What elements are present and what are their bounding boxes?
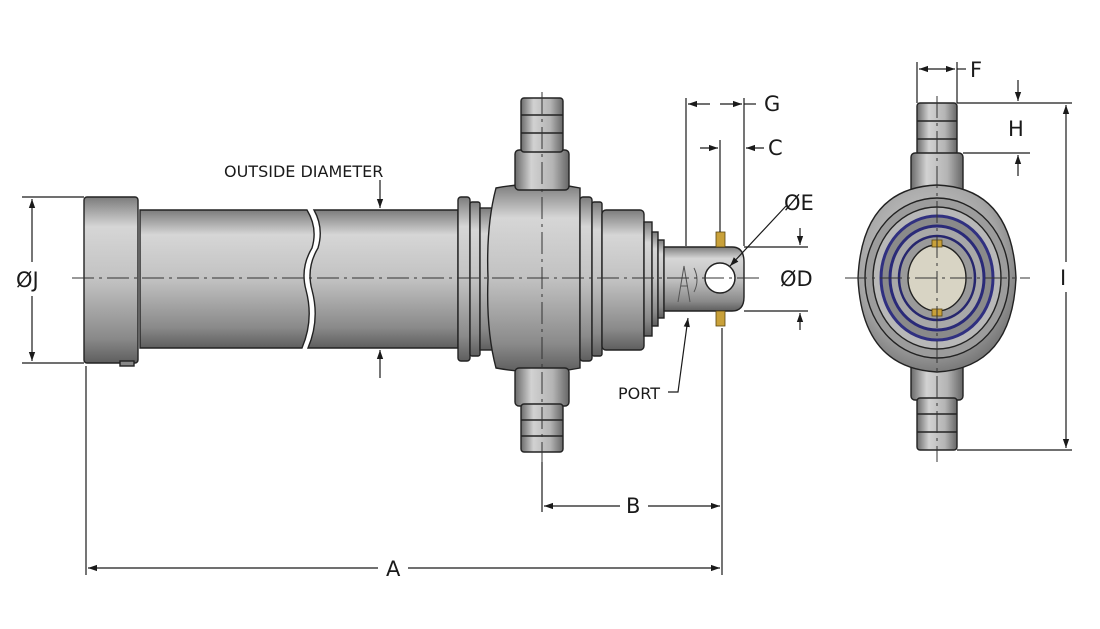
end-cap-nub (119, 360, 135, 367)
flange-right-2 (591, 201, 603, 357)
flange-right-1 (579, 196, 593, 362)
dim-a-label: A (386, 557, 401, 581)
dimension-lines (22, 62, 1072, 575)
dim-b-label: B (626, 494, 640, 518)
barrel-right (306, 209, 459, 349)
dia-j-label: ØJ (16, 268, 39, 292)
dim-i-label: I (1060, 266, 1066, 290)
dim-h-label: H (1008, 117, 1024, 141)
dia-e-label: ØE (784, 191, 814, 215)
rod-step-1 (643, 221, 653, 337)
flange-left-2 (469, 201, 481, 357)
dim-g-label: G (764, 92, 780, 116)
grease-fitting-top (715, 231, 726, 248)
dia-d-label: ØD (780, 267, 813, 291)
port-label: PORT (618, 384, 660, 403)
barrel-left (139, 209, 315, 349)
rod-housing (601, 209, 645, 351)
center-lines (72, 92, 1030, 462)
outside-diameter-label: OUTSIDE DIAMETER (224, 162, 383, 181)
end-cap (83, 196, 139, 364)
grease-fitting-bottom (715, 310, 726, 327)
rod-step-3 (657, 239, 665, 319)
flange-left-1 (457, 196, 471, 362)
end-view (857, 102, 1017, 451)
dim-c-label: C (768, 136, 783, 160)
dim-f-label: F (970, 58, 982, 82)
port-marking (677, 265, 698, 303)
side-view (83, 97, 745, 453)
dimension-labels: OUTSIDE DIAMETER ØJ A B G C ØE ØD PORT F… (16, 58, 1066, 581)
rod-step-2 (651, 231, 659, 327)
